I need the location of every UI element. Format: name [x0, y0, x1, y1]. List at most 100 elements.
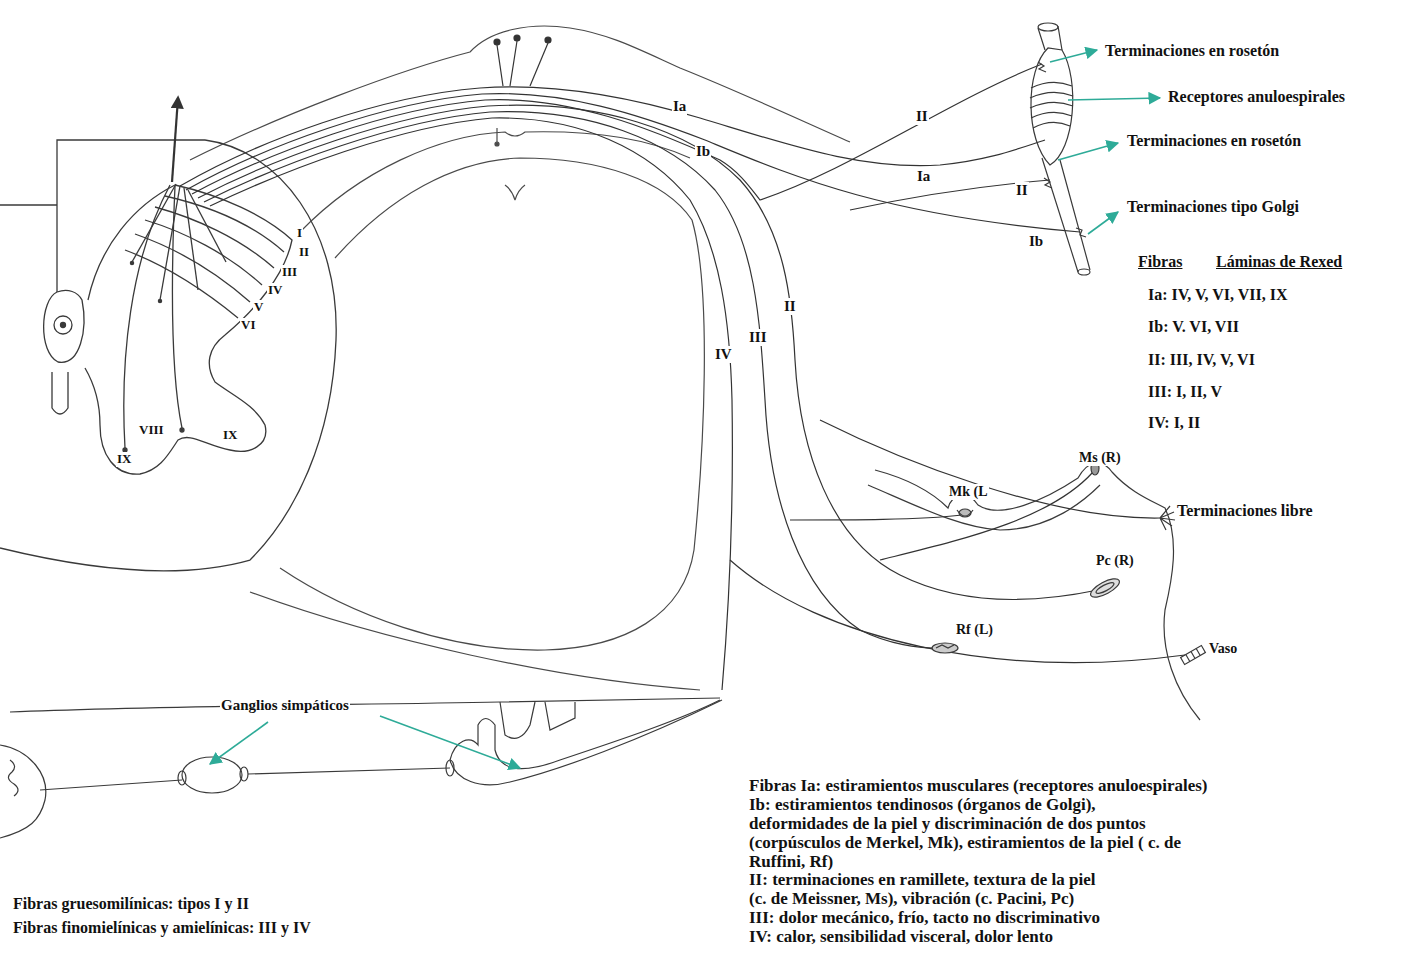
skin: [1186, 649, 1200, 662]
structure-label: Ganglios simpáticos: [220, 697, 350, 714]
sympathetic-chain: [8, 760, 18, 796]
table-cell: II: III, IV, V, VI: [1147, 351, 1256, 369]
nerve-fibers: [186, 94, 1080, 232]
fiber-label: IV: [714, 346, 733, 363]
table-header: Láminas de Rexed: [1215, 253, 1343, 271]
fiber-label: Ia: [672, 98, 687, 115]
nerve-fibers: [210, 118, 732, 690]
skin: [1181, 646, 1206, 665]
spinal-cord: [132, 184, 176, 262]
skin: [868, 461, 1205, 720]
lamina-number: VI: [240, 318, 256, 333]
leader-arrow: [1050, 50, 1097, 62]
ganglion-cells: [530, 43, 548, 86]
spinal-cord: [184, 188, 198, 290]
lamina-number: III: [281, 265, 298, 280]
note-line: Fibras Ia: estiramientos musculares (rec…: [748, 776, 1208, 796]
sympathetic-chain: [446, 760, 454, 776]
nerve-sheath: [190, 26, 850, 160]
muscle-spindle: [1033, 122, 1070, 128]
nerve-sheath: [280, 158, 704, 650]
muscle-spindle: [1044, 178, 1052, 188]
nerve-sheath: [496, 128, 497, 142]
skin: [1181, 646, 1206, 665]
note-line: IV: calor, sensibilidad visceral, dolor …: [748, 927, 1054, 947]
muscle-spindle: [1038, 62, 1046, 72]
spinal-cord: [0, 204, 57, 205]
note-line: (corpúsculos de Merkel, Mk), estiramient…: [748, 833, 1182, 853]
nerve-sheath: [495, 142, 499, 146]
sympathetic-chain: [545, 702, 575, 730]
structure-label: Terminaciones en rosetón: [1104, 42, 1280, 60]
nerve-fibers: [850, 180, 1050, 210]
leader-arrow: [1068, 98, 1160, 100]
table-cell: IV: I, II: [1147, 414, 1201, 432]
spinal-cord: [165, 196, 284, 252]
spinal-cord: [54, 316, 72, 334]
skin: [875, 463, 1200, 720]
ganglion-cells: [545, 37, 551, 43]
receptor-label: Rf (L): [955, 622, 994, 638]
muscle-spindle: [1038, 23, 1058, 31]
nerve-sheath: [190, 26, 850, 690]
muscle-spindle: [1030, 102, 1073, 108]
muscle-spindle: [1076, 228, 1086, 237]
note-line: III: dolor mecánico, frío, tacto no disc…: [748, 908, 1101, 928]
receptor-label: Ms (R): [1078, 450, 1122, 466]
skin: [957, 510, 973, 516]
leader-arrow: [1088, 212, 1118, 234]
nerve-fibers: [180, 64, 1185, 690]
spinal-cord: [160, 186, 180, 300]
nerve-fibers: [192, 64, 1042, 200]
spinal-cord: [44, 290, 84, 362]
spinal-cord: [172, 186, 182, 428]
structure-label: Terminaciones en rosetón: [1126, 132, 1302, 150]
spinal-cord: [125, 250, 238, 318]
sympathetic-chain: [248, 768, 450, 774]
fiber-label: III: [748, 329, 768, 346]
muscle-spindle: [1031, 112, 1072, 118]
skin: [932, 643, 958, 653]
nerve-sheath: [250, 592, 700, 690]
spinal-cord: [180, 428, 184, 432]
muscle-spindle: [1042, 158, 1090, 272]
leader-arrow: [1058, 143, 1118, 160]
leader-arrow: [210, 722, 268, 764]
nerve-fibers: [730, 560, 1185, 662]
receptor-label: Pc (R): [1095, 553, 1135, 569]
sympathetic-chain: [178, 771, 186, 785]
fiber-label: II: [1015, 182, 1029, 199]
spinal-cord: [145, 220, 262, 285]
nerve-fibers: [204, 112, 935, 648]
sympathetic-chain: [500, 702, 535, 738]
lamina-number: VIII: [138, 423, 165, 438]
table-cell: Ib: V. VI, VII: [1147, 318, 1240, 336]
structure-label: Receptores anuloespirales: [1167, 88, 1346, 106]
nerve-fibers: [180, 87, 1045, 186]
leader-arrow: [380, 716, 520, 768]
ganglion-cells: [494, 39, 500, 45]
skin: [1088, 575, 1122, 601]
spinal-cord: [172, 98, 178, 182]
ganglion-cells: [497, 45, 503, 86]
fiber-label: II: [915, 108, 929, 125]
lamina-number: IV: [267, 283, 283, 298]
leader-arrow: [210, 50, 1160, 768]
skin: [1160, 506, 1175, 530]
spinal-cord: [0, 98, 336, 571]
table-cell: Ia: IV, V, VI, VII, IX: [1147, 286, 1288, 304]
spinal-cord: [130, 261, 133, 264]
muscle-spindle: [1031, 82, 1072, 88]
skin: [1088, 575, 1122, 601]
lamina-number: V: [253, 300, 264, 315]
lamina-number: IX: [222, 428, 238, 443]
note-line: Ib: estiramientos tendinosos (órganos de…: [748, 795, 1097, 815]
nerve-sheath: [505, 185, 525, 200]
spinal-cord: [85, 185, 292, 474]
sympathetic-chain: [0, 698, 722, 838]
ganglion-cells: [514, 35, 520, 41]
spinal-cord: [61, 323, 66, 328]
nerve-fibers: [198, 105, 1098, 599]
table-cell: III: I, II, V: [1147, 383, 1223, 401]
